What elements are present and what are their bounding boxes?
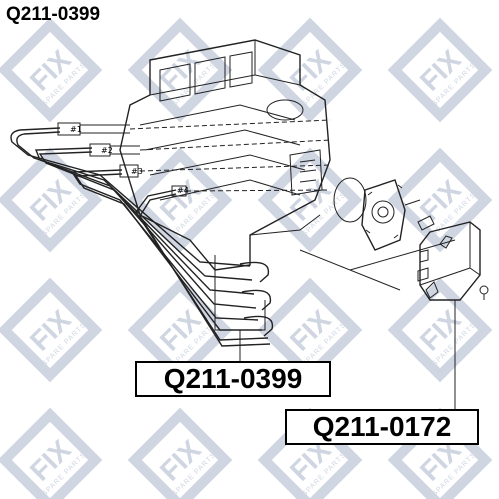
wire-label: #2 [101,146,113,155]
ignition-coil [417,221,489,301]
flange-assembly [333,177,435,251]
wire-label: #1 [70,125,82,134]
callout-q211-0172: Q211-0172 [285,409,479,445]
leader-lines [214,239,456,410]
wire-label: #4 [177,186,189,195]
wire-label: #3 [131,167,143,176]
callout-q211-0399: Q211-0399 [135,361,331,397]
part-number-label: Q211-0399 [164,363,303,394]
page-title: Q211-0399 [6,4,101,25]
ignition-wires [10,119,331,347]
engine-block [119,39,331,271]
wire-label-group: #1 #2 #3 #4 [70,125,189,195]
part-number-label: Q211-0172 [313,411,452,442]
